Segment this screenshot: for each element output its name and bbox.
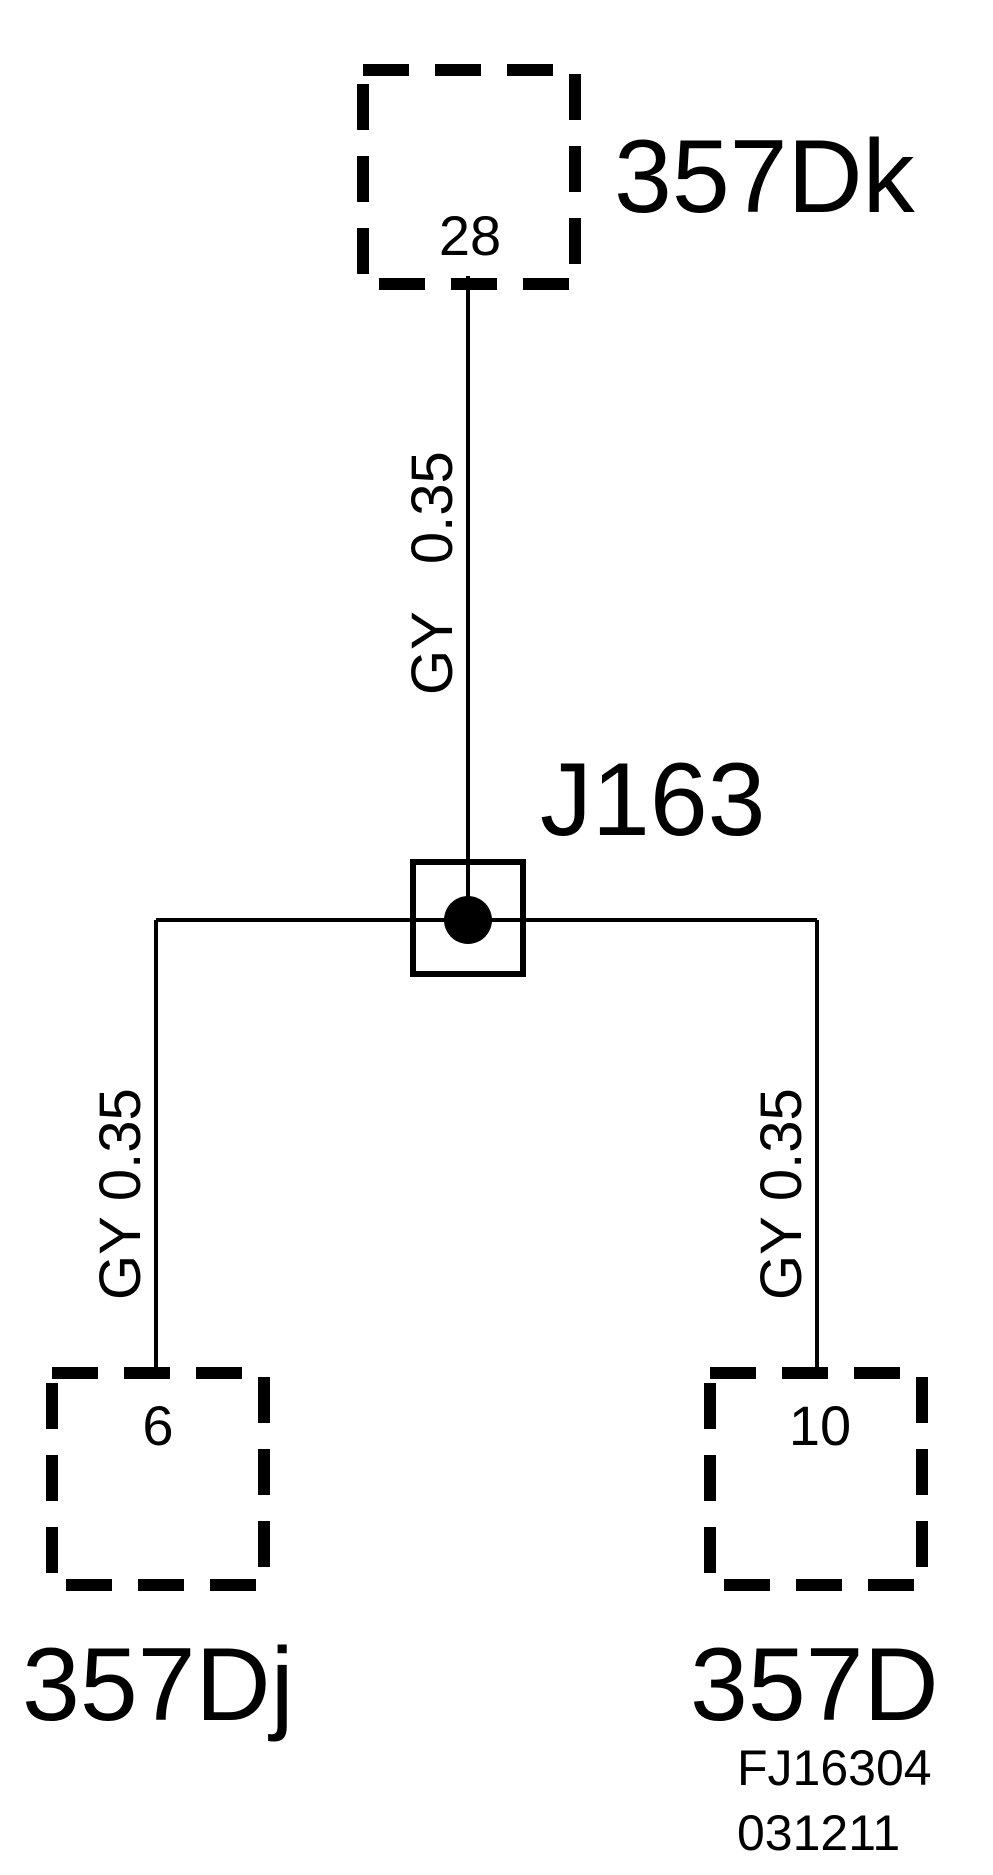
wire-left-size: 0.35 [88, 1088, 153, 1201]
wire-right-gap [749, 1201, 814, 1217]
wire-top-spec: GY 0.35 [400, 451, 465, 695]
wire-top-color: GY [400, 612, 465, 695]
connector-357dj-label: 357Dj [22, 1627, 294, 1743]
wire-left-spec: GY 0.35 [88, 1088, 153, 1300]
connector-357d-pin: 10 [789, 1394, 851, 1457]
wire-top-size: 0.35 [400, 451, 465, 564]
connector-357dj-outline [46, 1367, 270, 1591]
splice-j163: J163 [156, 742, 817, 977]
wire-right-spec: GY 0.35 [749, 1088, 814, 1300]
connector-357dk: 28 357Dk [357, 64, 916, 290]
connector-357d-outline [704, 1367, 928, 1591]
connector-357dk-pin: 28 [439, 204, 501, 267]
connector-357dk-label: 357Dk [614, 119, 916, 235]
wire-left-gap [88, 1201, 153, 1217]
connector-357d: 10 357D [690, 1367, 939, 1743]
splice-j163-label: J163 [540, 742, 766, 858]
connector-357d-label: 357D [690, 1627, 939, 1743]
date-code: 031211 [737, 1805, 900, 1861]
figure-id: FJ16304 [737, 1740, 932, 1796]
connector-357dj: 6 357Dj [22, 1367, 294, 1743]
wire-left-color: GY [88, 1217, 153, 1300]
wire-top-gap [400, 564, 465, 580]
wire-right-size: 0.35 [749, 1088, 814, 1201]
splice-dot [444, 896, 492, 944]
connector-357dj-pin: 6 [142, 1394, 173, 1457]
wire-right-color: GY [749, 1217, 814, 1300]
